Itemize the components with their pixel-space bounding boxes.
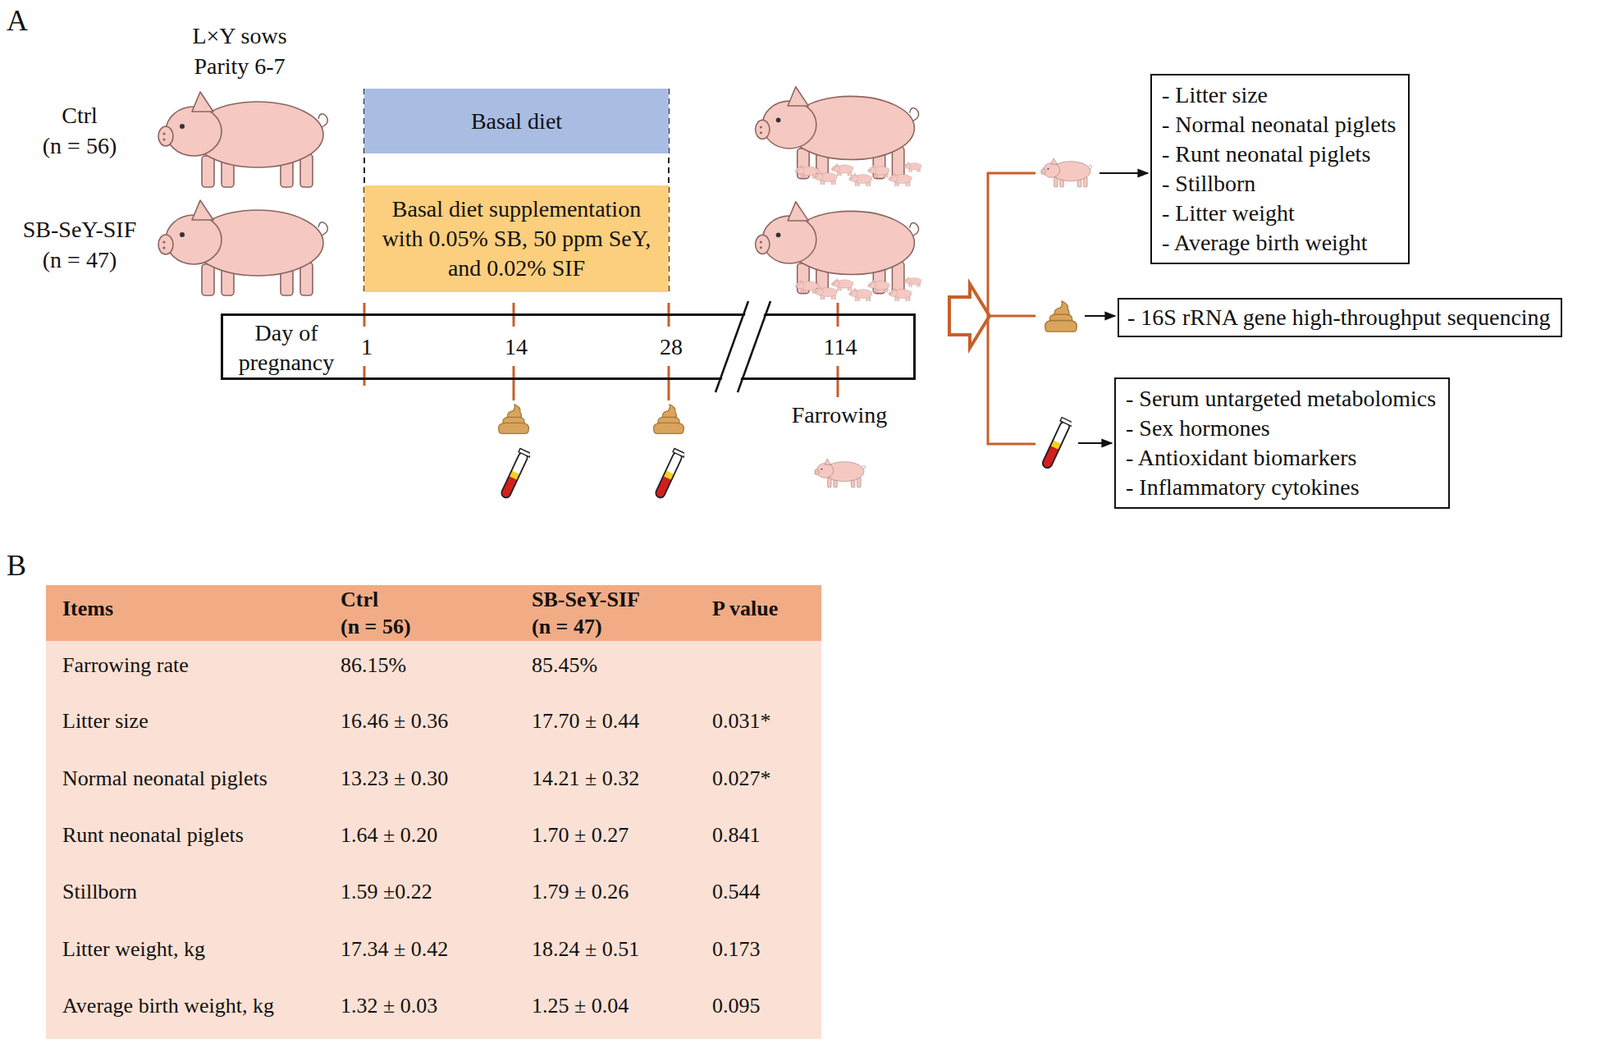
- outcome-item: - Runt neonatal piglets: [1161, 139, 1371, 170]
- table-header: P value: [712, 595, 778, 622]
- blood-tube-icon: [653, 448, 686, 500]
- timeline-label: Day of pregnancy: [228, 318, 344, 378]
- table-header: Items: [62, 595, 114, 622]
- table-header: (n = 56): [340, 613, 412, 640]
- table-header-band: [45, 585, 822, 641]
- outcome-item: - Antioxidant biomarkers: [1125, 443, 1358, 473]
- diet-band: Basal diet supplementation with 0.05% SB…: [364, 185, 669, 293]
- table-body-band: [45, 640, 822, 1039]
- sow-icon: [158, 200, 328, 296]
- timeline-label: 28: [659, 332, 683, 362]
- block-arrow: [949, 283, 990, 348]
- table-header: Ctrl: [340, 586, 379, 613]
- event-label: Farrowing: [791, 401, 888, 430]
- outcome-item: - 16S rRNA gene high-throughput sequenci…: [1127, 302, 1551, 333]
- bracket: [987, 173, 1036, 444]
- feces-icon: [498, 404, 530, 434]
- timeline-box: Day of pregnancy11428114: [220, 313, 916, 380]
- timeline-label: 114: [823, 332, 858, 362]
- table-cell: 0.095: [712, 992, 761, 1019]
- table-cell: 1.32 ± 0.03: [340, 992, 438, 1019]
- table-header: SB-SeY-SIF: [531, 586, 640, 613]
- piglet-icon: [1041, 158, 1093, 188]
- blood-tube-icon: [498, 448, 532, 500]
- table-cell: 1.25 ± 0.04: [531, 992, 629, 1019]
- outcome-item: - Serum untargeted metabolomics: [1125, 384, 1436, 414]
- group-label: Parity 6-7: [193, 52, 285, 81]
- table-cell: 86.15%: [340, 652, 407, 678]
- table-cell: Farrowing rate: [62, 652, 189, 678]
- outcome-item: - Average birth weight: [1161, 228, 1368, 258]
- table-cell: Litter size: [62, 708, 149, 734]
- panel-letter: A: [6, 3, 28, 39]
- diet-text: Basal diet: [470, 106, 563, 137]
- table-cell: 0.841: [712, 822, 761, 848]
- table-cell: 0.027*: [712, 765, 772, 791]
- table-cell: 1.64 ± 0.20: [340, 822, 438, 848]
- outcome-box: - Serum untargeted metabolomics- Sex hor…: [1114, 377, 1450, 509]
- outcome-box: - Litter size- Normal neonatal piglets- …: [1150, 73, 1410, 265]
- timeline-label: 1: [361, 332, 373, 362]
- group-label: SB-SeY-SIF: [22, 215, 137, 244]
- outcome-box: - 16S rRNA gene high-throughput sequenci…: [1117, 297, 1563, 338]
- table-cell: 1.70 ± 0.27: [531, 822, 629, 848]
- group-label: (n = 47): [42, 246, 117, 275]
- blood-tube-icon: [1039, 417, 1074, 471]
- table-cell: 0.544: [712, 878, 761, 905]
- sow-litter-icon: [755, 201, 923, 302]
- table-cell: 17.34 ± 0.42: [340, 936, 448, 962]
- table-header: (n = 47): [531, 613, 603, 640]
- table-cell: 18.24 ± 0.51: [531, 936, 640, 962]
- table-cell: 13.23 ± 0.30: [340, 765, 448, 791]
- table-cell: 1.79 ± 0.26: [531, 878, 629, 905]
- table-cell: 0.173: [712, 936, 761, 962]
- diet-band: Basal diet: [364, 88, 669, 154]
- outcome-item: - Stillborn: [1161, 169, 1256, 199]
- feces-icon: [1045, 301, 1078, 332]
- outcome-item: - Normal neonatal piglets: [1161, 109, 1396, 140]
- table-cell: Litter weight, kg: [62, 936, 206, 962]
- outcome-item: - Inflammatory cytokines: [1125, 472, 1360, 503]
- timeline-tick: [364, 302, 838, 401]
- feces-icon: [653, 404, 685, 434]
- table-cell: 85.45%: [531, 652, 598, 678]
- group-label: (n = 56): [42, 132, 117, 160]
- table-cell: Stillborn: [62, 878, 138, 905]
- period-line: [364, 88, 669, 293]
- outcome-item: - Sex hormones: [1125, 413, 1271, 444]
- outcome-item: - Litter size: [1161, 80, 1268, 110]
- table-cell: 1.59 ±0.22: [340, 878, 433, 905]
- table-cell: Runt neonatal piglets: [62, 822, 244, 848]
- group-label: Ctrl: [61, 101, 98, 130]
- outcome-item: - Litter weight: [1161, 198, 1295, 229]
- table-cell: Normal neonatal piglets: [62, 765, 268, 791]
- sow-icon: [158, 91, 328, 188]
- diet-text: Basal diet supplementation with 0.05% SB…: [375, 194, 658, 284]
- sow-litter-icon: [755, 86, 923, 187]
- table-cell: 17.70 ± 0.44: [531, 708, 640, 734]
- table-cell: 16.46 ± 0.36: [340, 708, 448, 734]
- table-cell: 0.031*: [712, 708, 772, 734]
- table-cell: 14.21 ± 0.32: [531, 765, 640, 791]
- panel-letter: B: [6, 548, 27, 584]
- table-cell: Average birth weight, kg: [62, 992, 275, 1019]
- timeline-label: 14: [504, 332, 528, 362]
- group-label: L×Y sows: [192, 22, 287, 51]
- piglet-icon: [814, 458, 866, 488]
